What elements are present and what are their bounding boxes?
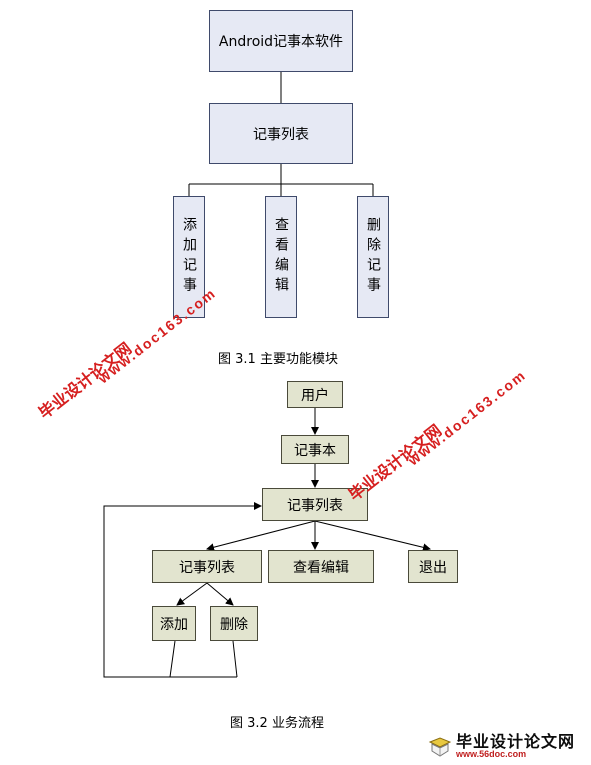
figure1-caption: 图 3.1 主要功能模块 (218, 352, 338, 367)
node-user-label: 用户 (301, 387, 329, 404)
node-android-notebook-software: Android记事本软件 (209, 10, 353, 72)
node-delete-note: 删除记事 (357, 196, 389, 318)
node-note-list-main-label: 记事列表 (287, 497, 343, 514)
node-add-note: 添加记事 (173, 196, 205, 318)
node-note-list-sub-label: 记事列表 (179, 559, 235, 576)
node-user: 用户 (287, 381, 343, 408)
node-note-list-label: 记事列表 (253, 126, 309, 143)
node-add-note-label: 添加记事 (181, 217, 197, 297)
node-notebook: 记事本 (281, 435, 349, 464)
figure2-caption: 图 3.2 业务流程 (230, 716, 324, 731)
node-android-notebook-software-label: Android记事本软件 (218, 34, 344, 50)
node-view-edit-label: 查看编辑 (273, 217, 289, 297)
node-view-edit: 查看编辑 (265, 196, 297, 318)
node-view-edit-flow: 查看编辑 (268, 550, 374, 583)
site-logo: 毕业设计论文网 www.56doc.com (428, 732, 576, 759)
node-notebook-label: 记事本 (294, 442, 336, 459)
node-note-list: 记事列表 (209, 103, 353, 164)
node-delete-label: 删除 (220, 616, 248, 633)
node-exit-label: 退出 (419, 559, 447, 576)
node-note-list-sub: 记事列表 (152, 550, 262, 583)
logo-name: 毕业设计论文网 (456, 732, 576, 751)
node-add-label: 添加 (160, 616, 188, 633)
fig1-connectors (188, 72, 374, 196)
node-exit: 退出 (408, 550, 458, 583)
fig2-connectors (103, 408, 431, 678)
node-delete: 删除 (210, 606, 258, 641)
node-delete-note-label: 删除记事 (365, 217, 381, 297)
node-view-edit-flow-label: 查看编辑 (293, 559, 349, 576)
logo-url: www.56doc.com (456, 748, 527, 759)
book-icon (428, 737, 452, 757)
node-add: 添加 (152, 606, 196, 641)
node-note-list-main: 记事列表 (262, 488, 368, 521)
